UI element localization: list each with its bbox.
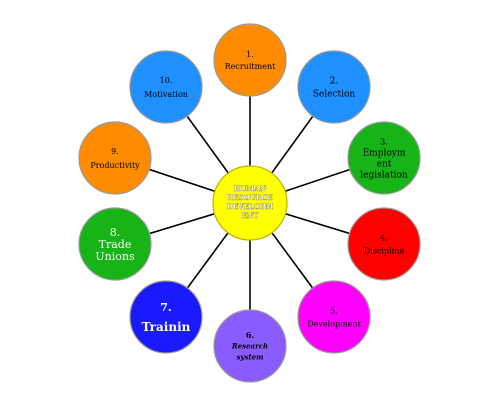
node-label-recruitment: 1. (246, 50, 254, 59)
node-label-employment-legislation: Employm (363, 149, 406, 159)
center-circle (212, 165, 288, 241)
center-label: DEVELOPM (227, 202, 273, 211)
node-label-trade-unions: Trade (99, 238, 132, 251)
node-circle-recruitment (213, 23, 287, 97)
node-label-discipline: 4. (380, 233, 388, 242)
node-recruitment: 1. Recruitment (213, 23, 287, 97)
node-label-development: 5. (330, 306, 338, 315)
node-label-trade-unions: 8. (110, 226, 121, 239)
node-development: 5. Development (297, 280, 371, 354)
node-circle-research (213, 309, 287, 383)
node-label-employment-legislation: legislation (360, 171, 408, 181)
node-label-training: 7. (160, 301, 171, 314)
node-label-employment-legislation: 3. (380, 137, 388, 146)
node-label-discipline: Discipline (364, 246, 405, 255)
center-label: ENT (242, 211, 260, 220)
node-label-development: Development (307, 319, 361, 328)
node-label-training: Trainin (142, 320, 191, 334)
node-circle-trade-unions (78, 207, 152, 281)
node-discipline: 4. Discipline (347, 207, 421, 281)
node-label-motivation: Motivation (144, 90, 188, 99)
node-training: 7. Trainin (129, 280, 203, 354)
node-label-selection: 2. (330, 77, 339, 87)
node-circle-productivity (78, 121, 152, 195)
node-label-productivity: Productivity (90, 161, 140, 170)
node-label-research: Research (231, 341, 268, 350)
node-selection: 2. Selection (297, 50, 371, 124)
node-label-trade-unions: Unions (95, 250, 135, 263)
node-circle-selection (297, 50, 371, 124)
node-label-motivation: 10. (160, 76, 173, 85)
node-label-recruitment: Recruitment (225, 62, 276, 71)
outer-nodes: 1. Recruitment 2. Selection 3. Employmentlegi… (78, 23, 421, 383)
node-label-research: system (236, 352, 263, 361)
node-research: 6.Research system (213, 309, 287, 383)
center-label: RESOURCE (227, 193, 272, 202)
node-circle-development (297, 280, 371, 354)
node-productivity: 9. Productivity (78, 121, 152, 195)
node-circle-discipline (347, 207, 421, 281)
node-circle-training (129, 280, 203, 354)
node-label-employment-legislation: ent (377, 160, 392, 170)
node-label-selection: Selection (313, 90, 356, 100)
center-label: HUMAN (234, 184, 267, 193)
node-label-productivity: 9. (111, 147, 119, 156)
node-label-research: 6. (246, 330, 255, 340)
node-circle-employment-legislation (347, 121, 421, 195)
node-circle-motivation (129, 50, 203, 124)
node-motivation: 10. Motivation (129, 50, 203, 124)
